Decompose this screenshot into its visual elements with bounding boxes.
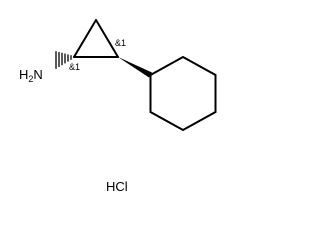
amine-n: N xyxy=(33,67,42,82)
cyclopropane-bond-top xyxy=(73,19,97,58)
hashed-wedge-bond xyxy=(55,51,75,69)
stereo-label-c1: &1 xyxy=(69,62,80,72)
amine-label: H2N xyxy=(19,67,43,84)
cyclohexane-ring xyxy=(149,55,217,132)
amine-h: H xyxy=(19,67,28,82)
bold-wedge-bond xyxy=(118,57,152,78)
chemical-structure: H2N &1 &1 HCl xyxy=(19,19,217,194)
amine-subscript: 2 xyxy=(28,74,33,84)
stereo-label-c2: &1 xyxy=(115,38,126,48)
cyclopropane-bond-right xyxy=(95,19,119,58)
salt-label: HCl xyxy=(106,179,128,194)
